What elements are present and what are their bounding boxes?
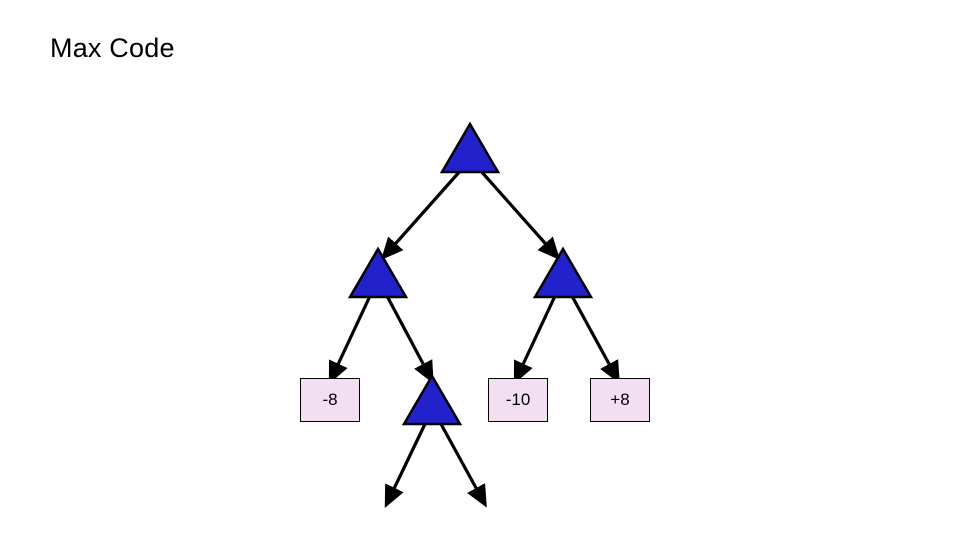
max-node-root[interactable]: [439, 121, 501, 174]
edge-sub-open-left: [384, 423, 427, 508]
max-node-left[interactable]: [347, 246, 409, 299]
edge-root-left: [380, 168, 463, 261]
leaf-node-1[interactable]: -8: [300, 378, 360, 422]
edge-right-leaf3: [570, 295, 620, 384]
edge-left-leaf1: [328, 295, 372, 385]
edge-right-leaf2: [513, 295, 557, 385]
page-title: Max Code: [50, 33, 175, 63]
leaf-node-3[interactable]: +8: [590, 378, 650, 422]
leaf-node-3-label: +8: [610, 390, 630, 409]
node-group: [347, 121, 594, 426]
edge-sub-open-right: [439, 423, 487, 508]
leaf-node-1-label: -8: [322, 390, 338, 409]
edge-root-right: [478, 168, 561, 261]
max-node-sub[interactable]: [401, 373, 463, 426]
max-node-right[interactable]: [532, 246, 594, 299]
leaf-node-2[interactable]: -10: [488, 378, 548, 422]
edge-group: [328, 168, 620, 508]
leaf-node-2-label: -10: [505, 390, 531, 409]
edge-left-sub: [385, 295, 434, 384]
